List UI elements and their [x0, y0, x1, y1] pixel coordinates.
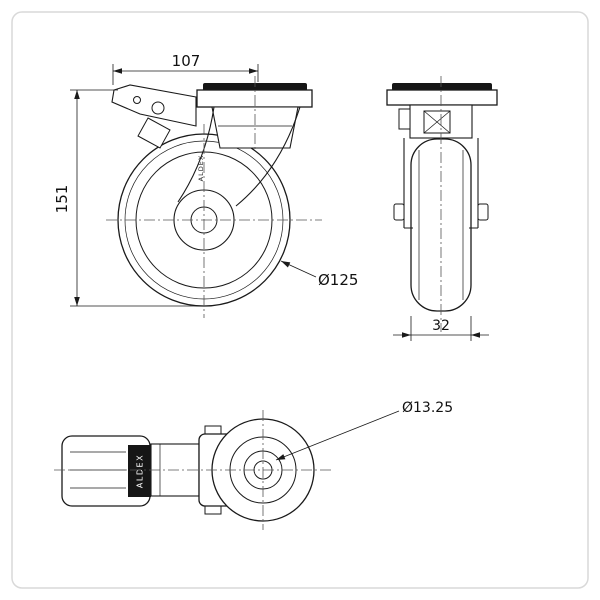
arrowhead-top — [74, 90, 80, 99]
pedal-brand-label: ALDEX — [136, 454, 145, 488]
front-view: ALDEX — [111, 83, 313, 307]
bottom-brake-pedal: ALDEX — [61, 435, 151, 507]
plate-body — [196, 89, 313, 108]
lever-pin — [133, 96, 141, 104]
side-plate-body — [386, 89, 498, 106]
dim-label-wheel-diameter: Ø125 — [318, 271, 358, 289]
brake-lever — [111, 84, 197, 149]
axle-nut-right — [477, 203, 489, 221]
brake-shoe — [137, 117, 171, 149]
dim-label-top-width: 107 — [172, 52, 201, 70]
front-fork: ALDEX — [177, 106, 301, 207]
dimension-wheel-diameter: Ø125 — [280, 260, 358, 289]
arrowhead-bottom — [74, 297, 80, 306]
dim-label-bolt-hole: Ø13.25 — [402, 400, 453, 416]
arrowhead-left — [113, 68, 122, 74]
arrowhead-right — [471, 332, 480, 338]
dimension-top-width: 107 — [112, 52, 259, 85]
dimension-bolt-hole: Ø13.25 — [275, 400, 453, 461]
side-brake-housing — [398, 104, 473, 139]
fork-right-edge — [235, 106, 301, 207]
front-swivel-housing — [211, 106, 299, 149]
side-view — [386, 83, 498, 312]
side-fork — [393, 138, 489, 229]
leader-line — [275, 410, 400, 461]
axle-nut-left — [393, 203, 405, 221]
front-top-plate — [196, 83, 313, 108]
swivel-raceway — [211, 106, 299, 149]
dimension-wheel-width: 32 — [393, 316, 489, 341]
lever-pivot — [151, 101, 165, 115]
housing-diag-2 — [423, 110, 451, 134]
leader-arrowhead — [276, 454, 286, 460]
lever-end — [398, 108, 411, 130]
pedal-brand-plate — [128, 445, 151, 497]
leader-arrowhead — [281, 261, 291, 268]
dim-label-wheel-width: 32 — [432, 318, 450, 334]
side-plate-cap — [392, 83, 492, 91]
dimension-height: 151 — [53, 89, 198, 307]
centerlines — [54, 76, 442, 530]
arrowhead-left — [402, 332, 411, 338]
page-border — [11, 11, 589, 589]
fork-left-edge — [177, 106, 215, 203]
side-top-plate — [386, 83, 498, 106]
dim-label-height: 151 — [53, 185, 71, 214]
arrowhead-right — [249, 68, 258, 74]
fork-brand-logo: ALDEX — [197, 155, 205, 182]
